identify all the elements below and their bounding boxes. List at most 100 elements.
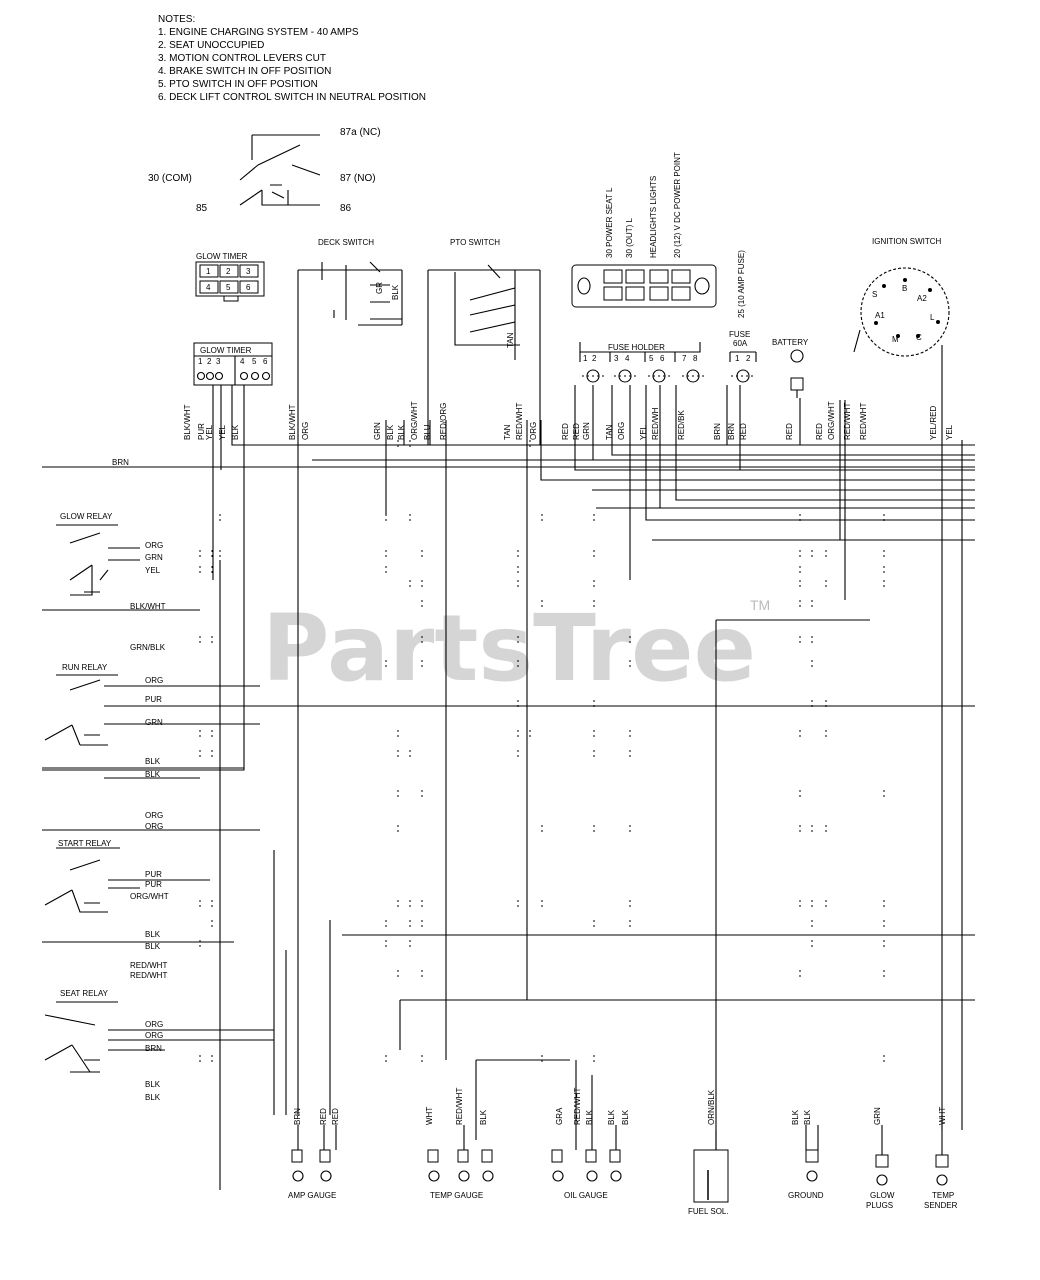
seat-relay-wire-brn: BRN xyxy=(145,1044,162,1053)
note-2: 2. SEAT UNOCCUPIED xyxy=(158,40,264,51)
battery-title: BATTERY xyxy=(772,338,809,347)
top-wire-label: GRN xyxy=(373,422,382,440)
bottom-wire-label: BLK xyxy=(607,1109,616,1125)
oil-gauge-plug xyxy=(551,1149,563,1163)
top-wire-label: RED xyxy=(561,423,570,440)
seat-relay-wire-org2: ORG xyxy=(145,1031,163,1040)
oil-gauge-terminal xyxy=(610,1170,622,1182)
glow-timer-connector-pin: 1 xyxy=(198,357,203,366)
run-relay-symbol xyxy=(42,674,975,779)
top-wire-label: RED xyxy=(739,423,748,440)
bottom-wire-label: RED/WHT xyxy=(455,1088,464,1125)
glow-relay-title: GLOW RELAY xyxy=(60,512,113,521)
temp-gauge: TEMP GAUGE xyxy=(427,1149,494,1200)
glow-timer-pin-box xyxy=(219,264,239,278)
fuse-60a-rating: 60A xyxy=(733,339,748,348)
glow-plugs-label-2: PLUGS xyxy=(866,1201,893,1210)
glow-timer-terminal xyxy=(196,371,206,381)
notes-title: NOTES: xyxy=(158,14,195,25)
glow-timer-connector: GLOW TIMER 1 2 3 4 5 6 xyxy=(193,342,273,386)
relay-legend-no: 87 (NO) xyxy=(340,173,376,184)
glow-timer-face: GLOW TIMER 1 2 3 4 5 6 xyxy=(195,252,265,302)
amp-gauge-plug xyxy=(319,1149,331,1163)
fuse-60a: FUSE 60A 1 2 xyxy=(729,330,757,383)
fuse-60a-bracket xyxy=(729,351,757,362)
fuse-holder-pin: 1 xyxy=(583,354,588,363)
fuse-holder-pin: 6 xyxy=(660,354,665,363)
ignition-switch: IGNITION SWITCH B S A2 A1 L M C xyxy=(853,237,950,388)
battery-box xyxy=(790,377,804,391)
top-wire-label: PUR xyxy=(197,423,206,440)
top-wire-label: RED/WHT xyxy=(515,403,524,440)
watermark-tm: TM xyxy=(750,597,770,613)
fuse-holder-pin: 3 xyxy=(614,354,619,363)
top-wire-label: YEL/RED xyxy=(929,406,938,440)
ignition-switch-leads xyxy=(853,329,943,388)
start-relay-symbol xyxy=(42,619,975,1190)
deck-switch-label-gr: GR xyxy=(375,282,384,294)
run-relay-title: RUN RELAY xyxy=(62,663,108,672)
top-wire-label: ORG xyxy=(617,422,626,440)
temp-sender-plug xyxy=(935,1154,949,1168)
ground-terminal xyxy=(806,1170,818,1182)
connector-label-power-point: 20 (12) V DC POWER POINT xyxy=(673,152,682,258)
ignition-terminal-a1: A1 xyxy=(875,311,885,320)
run-relay-wire-org: ORG xyxy=(145,676,163,685)
glow-timer-face-tab xyxy=(223,295,239,302)
glow-timer-terminal xyxy=(214,371,224,381)
fuse-60a-pin: 2 xyxy=(746,354,751,363)
battery-terminal xyxy=(790,349,804,363)
ground-label: GROUND xyxy=(788,1191,824,1200)
top-wire-label: BLK/WHT xyxy=(183,404,192,440)
top-wire-label: ORG xyxy=(301,422,310,440)
connector-label-out: 30 (OUT) L xyxy=(625,217,634,258)
battery: BATTERY xyxy=(772,338,809,398)
seat-relay-wire-blk2: BLK xyxy=(145,1093,161,1102)
top-wire-label: RED xyxy=(815,423,824,440)
glow-relay-symbol xyxy=(42,524,221,1190)
ignition-terminal-dot xyxy=(916,334,920,338)
relay-legend-symbol xyxy=(239,134,321,206)
glow-timer-connector-pin: 5 xyxy=(252,357,257,366)
start-relay-wire-orgwht: ORG/WHT xyxy=(130,892,169,901)
amp-gauge-label: AMP GAUGE xyxy=(288,1191,336,1200)
fuse-holder-pin: 7 xyxy=(682,354,687,363)
ignition-terminal-s: S xyxy=(872,290,877,299)
top-wire-label: BLK xyxy=(397,424,406,440)
ignition-terminal-dot xyxy=(882,284,886,288)
accessory-connector: 30 POWER SEAT L 30 (OUT) L HEADLIGHTS LI… xyxy=(571,152,746,318)
top-wire-label: RED/WHT xyxy=(843,403,852,440)
start-relay-wire-redwht1: RED/WHT xyxy=(130,961,167,970)
oil-gauge-plug xyxy=(585,1149,597,1163)
deck-switch-label-blk: BLK xyxy=(391,284,400,300)
ground: GROUND xyxy=(788,1149,824,1200)
watermark-text: PartsTree xyxy=(262,595,756,702)
glow-timer-pin-box xyxy=(219,280,239,294)
glow-timer-face-pin: 6 xyxy=(246,283,251,292)
top-wire-label: ORG/WHT xyxy=(827,401,836,440)
fuse-holder-pin: 2 xyxy=(592,354,597,363)
ignition-terminal-dot xyxy=(874,321,878,325)
ignition-terminal-l: L xyxy=(930,313,935,322)
seat-relay-symbol xyxy=(44,1001,274,1073)
connector-label-headlights: HEADLIGHTS LIGHTS xyxy=(649,176,658,258)
glow-timer-terminal xyxy=(261,371,271,381)
ignition-terminal-a2: A2 xyxy=(917,294,927,303)
fuse-60a-pin: 1 xyxy=(735,354,740,363)
fuse-holder: FUSE HOLDER 1 2 3 4 5 6 7 8 xyxy=(579,342,704,383)
start-relay-title: START RELAY xyxy=(58,839,112,848)
glow-timer-connector-pin: 4 xyxy=(240,357,245,366)
bottom-wire-label: GRA xyxy=(555,1107,564,1125)
relay-legend-86: 86 xyxy=(340,203,352,214)
temp-gauge-terminal xyxy=(482,1170,494,1182)
bottom-wire-label: BLK xyxy=(621,1109,630,1125)
glow-timer-connector-pin: 3 xyxy=(216,357,221,366)
temp-gauge-plug xyxy=(427,1149,439,1163)
vertical-wire-paths xyxy=(42,385,975,1130)
glow-timer-pin-box xyxy=(239,264,259,278)
amp-gauge: AMP GAUGE xyxy=(288,1149,336,1200)
start-relay-wire-pur1: PUR xyxy=(145,870,162,879)
temp-gauge-terminal xyxy=(428,1170,440,1182)
seat-relay-wire-blk1: BLK xyxy=(145,1080,161,1089)
bus-brn-label: BRN xyxy=(112,458,129,467)
